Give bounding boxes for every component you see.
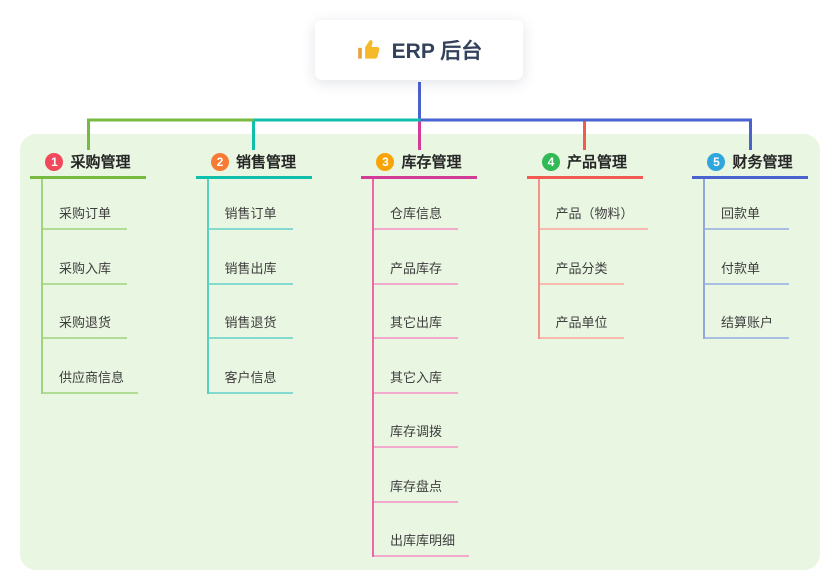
child-node[interactable]: 供应商信息 <box>43 339 139 394</box>
branch-title[interactable]: 2 销售管理 <box>195 150 312 179</box>
child-node[interactable]: 出库库明细 <box>374 503 470 557</box>
branches-row: 1 采购管理 采购订单采购入库采购退货供应商信息 2 销售管理 销售订单销售出库… <box>30 150 808 557</box>
branch-number-badge: 1 <box>45 152 64 171</box>
child-node[interactable]: 产品（物料） <box>539 179 648 230</box>
child-node[interactable]: 仓库信息 <box>374 179 458 230</box>
root-node-label: ERP 后台 <box>391 40 483 63</box>
child-node[interactable]: 客户信息 <box>208 339 293 394</box>
child-node[interactable]: 采购订单 <box>43 179 127 230</box>
branch-number-badge: 2 <box>210 152 229 171</box>
branch: 5 财务管理 回款单付款单结算账户 <box>692 150 808 557</box>
child-node[interactable]: 其它出库 <box>374 285 458 339</box>
branch-title-label: 采购管理 <box>70 154 131 171</box>
child-node[interactable]: 其它入库 <box>374 339 458 394</box>
child-node[interactable]: 回款单 <box>705 179 789 230</box>
child-node[interactable]: 产品单位 <box>539 285 624 339</box>
branch-children: 产品（物料）产品分类产品单位 <box>537 179 648 339</box>
branch-number-badge: 4 <box>541 152 560 171</box>
child-node[interactable]: 销售退货 <box>208 285 293 339</box>
child-node[interactable]: 采购退货 <box>43 285 127 339</box>
branch-children: 仓库信息产品库存其它出库其它入库库存调拨库存盘点出库库明细 <box>372 179 477 557</box>
child-node[interactable]: 销售订单 <box>208 179 293 230</box>
branch-children: 回款单付款单结算账户 <box>703 179 808 339</box>
child-node[interactable]: 销售出库 <box>208 230 293 285</box>
branches-panel <box>20 134 820 570</box>
branch-number-badge: 3 <box>376 152 395 171</box>
branch-title[interactable]: 3 库存管理 <box>361 150 477 179</box>
branch-title-label: 库存管理 <box>401 154 462 171</box>
thumbs-up-icon <box>356 37 382 63</box>
child-node[interactable]: 库存调拨 <box>374 394 458 448</box>
child-node[interactable]: 采购入库 <box>43 230 127 285</box>
child-node[interactable]: 库存盘点 <box>374 448 458 503</box>
branch: 2 销售管理 销售订单销售出库销售退货客户信息 <box>195 150 312 557</box>
child-node[interactable]: 产品库存 <box>374 230 458 285</box>
root-node[interactable]: ERP 后台 <box>315 20 523 80</box>
branch-title-label: 产品管理 <box>566 154 627 171</box>
branch-title[interactable]: 4 产品管理 <box>526 150 643 179</box>
branch-number-badge: 5 <box>707 152 726 171</box>
branch-title[interactable]: 1 采购管理 <box>30 150 146 179</box>
branch: 4 产品管理 产品（物料）产品分类产品单位 <box>526 150 648 557</box>
branch-title-label: 销售管理 <box>235 154 296 171</box>
branch: 3 库存管理 仓库信息产品库存其它出库其它入库库存调拨库存盘点出库库明细 <box>361 150 477 557</box>
child-node[interactable]: 结算账户 <box>705 285 789 339</box>
branch-children: 采购订单采购入库采购退货供应商信息 <box>41 179 146 394</box>
branch-title-label: 财务管理 <box>732 154 793 171</box>
child-node[interactable]: 产品分类 <box>539 230 624 285</box>
branch: 1 采购管理 采购订单采购入库采购退货供应商信息 <box>30 150 146 557</box>
branch-children: 销售订单销售出库销售退货客户信息 <box>206 179 312 394</box>
branch-title[interactable]: 5 财务管理 <box>692 150 808 179</box>
child-node[interactable]: 付款单 <box>705 230 789 285</box>
